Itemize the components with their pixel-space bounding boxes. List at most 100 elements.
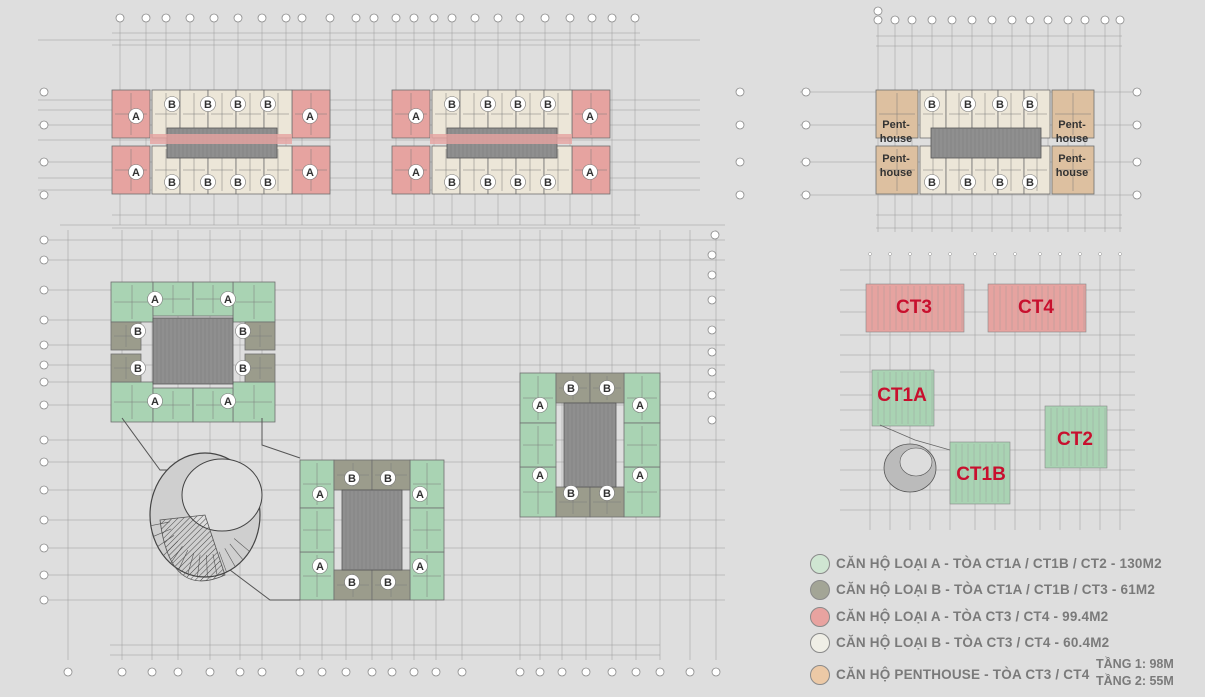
axis-bubble: [1058, 252, 1062, 256]
corridor: [150, 134, 292, 144]
unit-tag-text: B: [964, 177, 972, 189]
axis-bubble: [907, 15, 917, 25]
axis-bubble: [1043, 15, 1053, 25]
axis-bubble: [39, 285, 49, 295]
penthouse-tag-line2: house: [1056, 167, 1088, 179]
unit-tag-circle: [412, 558, 428, 574]
unit-tag-text: B: [448, 177, 456, 189]
axis-bubble: [429, 13, 439, 23]
ramp-hatch: [159, 514, 226, 582]
unit-tag-text: A: [316, 489, 324, 501]
axis-bubble: [295, 667, 305, 677]
unit-tag-text: B: [264, 99, 272, 111]
unit-tag-circle: [408, 108, 424, 124]
unit-tag-text: B: [567, 488, 575, 500]
axis-bubble: [39, 340, 49, 350]
axis-bubble: [801, 87, 811, 97]
legend-item-type-a-ct3-ct4: CĂN HỘ LOẠI A - TÒA CT3 / CT4 - 99.4M2: [808, 606, 1203, 630]
site-label-ct1b: CT1B: [956, 464, 1006, 485]
unit-tag-circle: [312, 486, 328, 502]
axis-bubble: [117, 667, 127, 677]
site-label-ct3: CT3: [896, 297, 932, 318]
axis-bubble: [431, 667, 441, 677]
unit-tag-text: A: [412, 167, 420, 179]
unit-tag-circle: [924, 96, 940, 112]
axis-bubble: [39, 543, 49, 553]
axis-bubble: [908, 252, 912, 256]
corridor: [430, 134, 572, 144]
unit-tag-circle: [200, 96, 216, 112]
unit-tag-text: B: [1026, 99, 1034, 111]
unit-tag-circle: [147, 291, 163, 307]
unit-tag-text: B: [996, 177, 1004, 189]
axis-bubble: [367, 667, 377, 677]
axis-bubble: [317, 667, 327, 677]
unit-tag-text: A: [306, 111, 314, 123]
unit-tag-circle: [563, 380, 579, 396]
axis-bubble: [631, 667, 641, 677]
site-building: [871, 369, 935, 427]
axis-bubble: [235, 667, 245, 677]
unit-tag-text: A: [224, 396, 232, 408]
axis-bubble: [39, 315, 49, 325]
axis-bubble: [973, 252, 977, 256]
axis-bubble: [39, 360, 49, 370]
axis-bubble: [39, 435, 49, 445]
axis-bubble: [1080, 15, 1090, 25]
axis-bubble: [707, 390, 717, 400]
axis-bubble: [928, 252, 932, 256]
axis-bubble: [1115, 15, 1125, 25]
axis-bubble: [873, 15, 883, 25]
axis-bubble: [63, 667, 73, 677]
axis-bubble: [587, 13, 597, 23]
axis-bubble: [147, 667, 157, 677]
axis-bubble: [447, 13, 457, 23]
axis-bubble: [868, 252, 872, 256]
axis-bubble: [39, 400, 49, 410]
unit-tag-circle: [1022, 174, 1038, 190]
axis-bubble: [297, 13, 307, 23]
axis-bubble: [1132, 157, 1142, 167]
unit-tag-circle: [582, 108, 598, 124]
unit-tag-text: A: [586, 167, 594, 179]
axis-bubble: [707, 270, 717, 280]
axis-bubble: [707, 325, 717, 335]
unit-tag-circle: [128, 164, 144, 180]
axis-bubble: [801, 120, 811, 130]
axis-bubble: [655, 667, 665, 677]
axis-bubble: [115, 13, 125, 23]
axis-bubble: [39, 235, 49, 245]
legend-label: CĂN HỘ LOẠI B - TÒA CT3 / CT4 - 60.4M2: [836, 635, 1110, 650]
ramp-step: [229, 543, 244, 561]
unit-tag-circle: [164, 174, 180, 190]
unit-tag-text: B: [567, 383, 575, 395]
unit-tag-circle: [563, 485, 579, 501]
axis-bubble: [493, 13, 503, 23]
axis-bubble: [470, 13, 480, 23]
unit-tag-text: B: [544, 177, 552, 189]
unit-tag-text: A: [316, 561, 324, 573]
penthouse-tag-line2: house: [880, 167, 912, 179]
unit-tag-text: B: [484, 177, 492, 189]
unit-tag-circle: [230, 96, 246, 112]
axis-bubble: [257, 667, 267, 677]
axis-bubble: [39, 157, 49, 167]
unit-tag-circle: [128, 108, 144, 124]
axis-bubble: [711, 667, 721, 677]
unit-tag-circle: [200, 174, 216, 190]
unit-tag-text: B: [603, 383, 611, 395]
axis-bubble: [39, 485, 49, 495]
axis-bubble: [707, 415, 717, 425]
axis-bubble: [257, 13, 267, 23]
building-core: [563, 402, 617, 488]
axis-bubble: [185, 13, 195, 23]
unit-tag-text: B: [1026, 177, 1034, 189]
unit-tag-text: A: [586, 111, 594, 123]
axis-bubble: [735, 190, 745, 200]
site-building: [865, 283, 965, 333]
unit-tag-circle: [1022, 96, 1038, 112]
unit-tag-text: A: [416, 561, 424, 573]
unit-tag-text: A: [636, 400, 644, 412]
unit-tag-text: B: [134, 326, 142, 338]
axis-bubble: [947, 15, 957, 25]
